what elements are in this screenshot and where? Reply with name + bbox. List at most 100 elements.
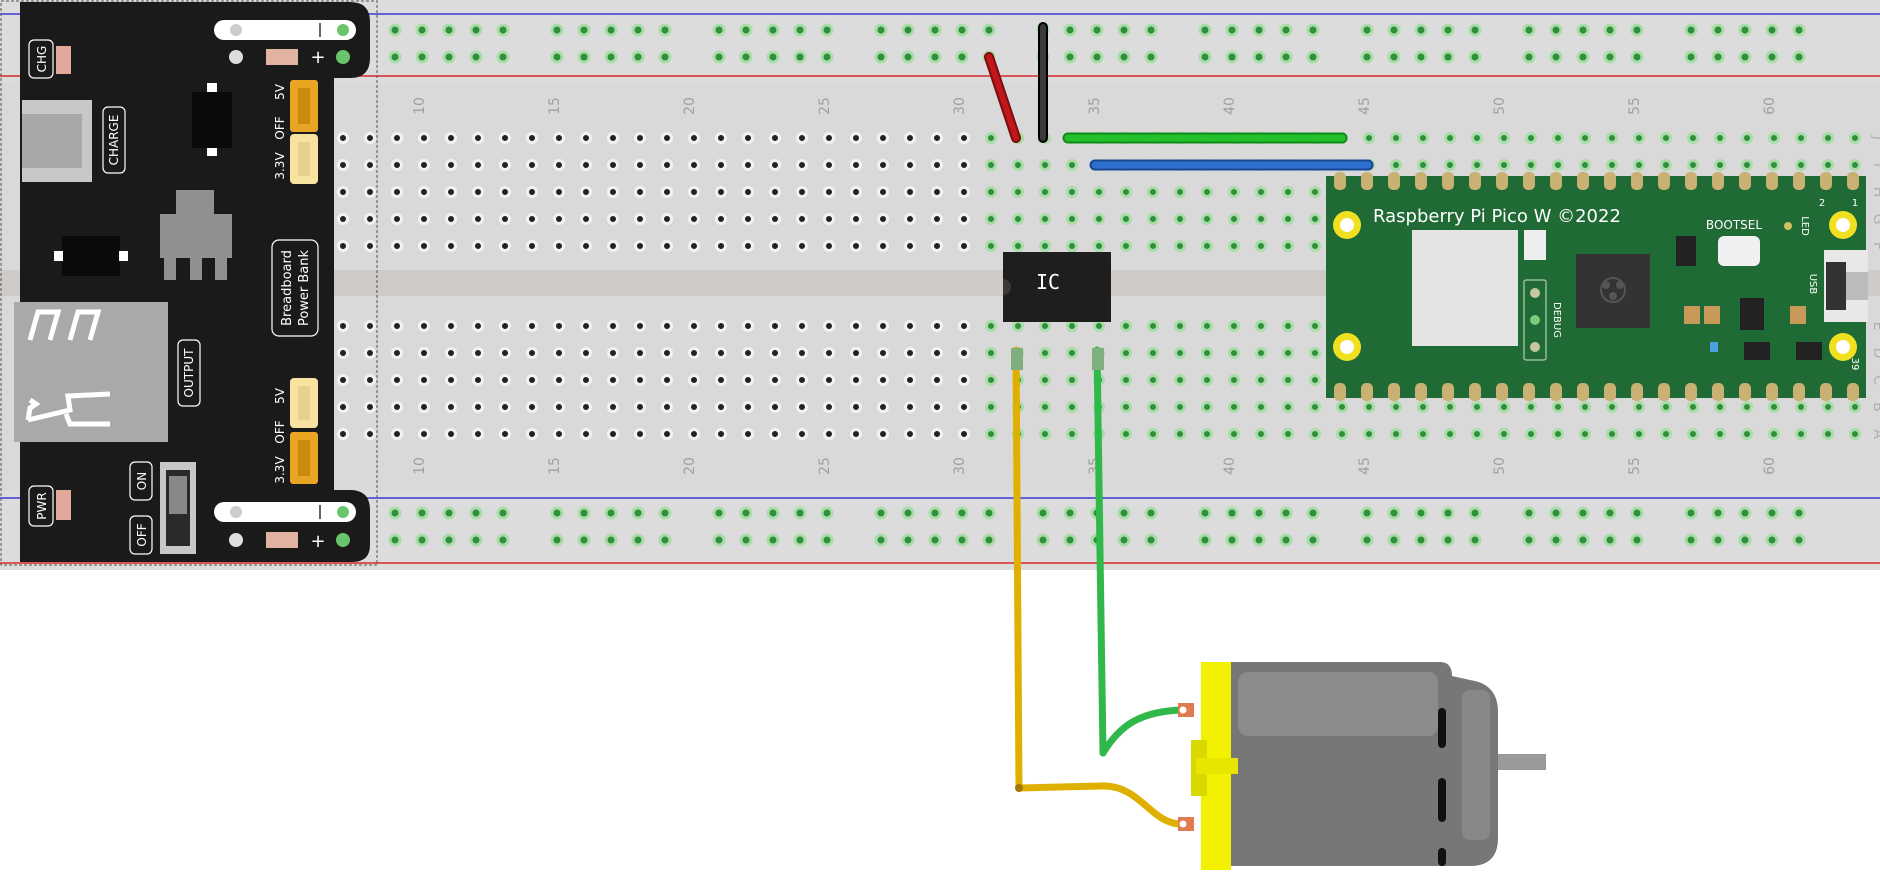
- terminal-hole: [1336, 428, 1348, 440]
- pico-pin: [1604, 172, 1616, 190]
- rail-hole: [1279, 506, 1293, 520]
- green-motor-wire[interactable]: [1093, 346, 1184, 757]
- terminal-hole: [1525, 401, 1537, 413]
- rail-hole: [1441, 506, 1455, 520]
- red-jumper-wire[interactable]: [986, 54, 1019, 141]
- terminal-hole: [499, 213, 511, 225]
- output-label: OUTPUT: [182, 348, 196, 398]
- terminal-hole: [1147, 320, 1159, 332]
- terminal-hole: [1498, 159, 1510, 171]
- rail-hole: [1117, 50, 1131, 64]
- terminal-hole: [715, 213, 727, 225]
- terminal-hole: [796, 132, 808, 144]
- rail-hole: [982, 533, 996, 547]
- debug-label: DEBUG: [1551, 302, 1562, 338]
- terminal-hole: [526, 320, 538, 332]
- rail-hole: [1279, 23, 1293, 37]
- rail-hole: [415, 506, 429, 520]
- terminal-hole: [499, 347, 511, 359]
- terminal-hole: [499, 240, 511, 252]
- column-number: 20: [682, 457, 698, 475]
- terminal-hole: [661, 374, 673, 386]
- rail-hole: [1063, 23, 1077, 37]
- terminal-hole: [526, 374, 538, 386]
- dc-motor[interactable]: [1178, 662, 1546, 870]
- yellow-motor-wire[interactable]: [1012, 346, 1184, 828]
- pin-2-label: 2: [1819, 198, 1825, 209]
- rail-hole: [1468, 50, 1482, 64]
- terminal-hole: [1471, 401, 1483, 413]
- terminal-hole: [364, 132, 376, 144]
- top-off-label: OFF: [273, 116, 287, 139]
- rail-hole: [1792, 533, 1806, 547]
- motor-end-bell: [1462, 690, 1490, 840]
- terminal-hole: [1039, 401, 1051, 413]
- rail-hole: [1117, 533, 1131, 547]
- terminal-hole: [904, 186, 916, 198]
- rail-hole: [1468, 23, 1482, 37]
- terminal-hole: [688, 132, 700, 144]
- terminal-hole: [391, 401, 403, 413]
- terminal-hole: [607, 320, 619, 332]
- terminal-hole: [553, 159, 565, 171]
- terminal-hole: [958, 240, 970, 252]
- terminal-hole: [1066, 213, 1078, 225]
- rail-hole: [1738, 50, 1752, 64]
- terminal-hole: [1120, 213, 1132, 225]
- terminal-hole: [1444, 132, 1456, 144]
- terminal-hole: [1363, 132, 1375, 144]
- rail-hole: [874, 50, 888, 64]
- rail-hole: [739, 23, 753, 37]
- terminal-hole: [769, 186, 781, 198]
- terminal-hole: [850, 320, 862, 332]
- terminal-hole: [958, 186, 970, 198]
- top-voltage-jumper[interactable]: [290, 80, 318, 184]
- rail-hole: [1144, 50, 1158, 64]
- terminal-hole: [1444, 428, 1456, 440]
- rail-hole: [1090, 50, 1104, 64]
- terminal-hole: [1282, 374, 1294, 386]
- debug-pin-2: [1530, 315, 1540, 325]
- ic-body: [1003, 252, 1111, 322]
- terminal-hole: [580, 347, 592, 359]
- top-header-pin-b: [337, 24, 349, 36]
- ic-chip[interactable]: IC: [1003, 252, 1111, 322]
- pico-pin: [1442, 172, 1454, 190]
- pico-pin: [1388, 383, 1400, 401]
- terminal-hole: [877, 186, 889, 198]
- terminal-hole: [364, 428, 376, 440]
- motor-shaft: [1494, 754, 1546, 770]
- terminal-hole: [526, 240, 538, 252]
- raspberry-pi-pico-w[interactable]: Raspberry Pi Pico W ©2022 DEBUG BOOTSEL: [1326, 172, 1868, 401]
- bootsel-button[interactable]: [1718, 236, 1760, 266]
- slide-switch-icon[interactable]: [160, 462, 196, 554]
- terminal-hole: [1201, 428, 1213, 440]
- pico-pin: [1766, 172, 1778, 190]
- terminal-hole: [742, 240, 754, 252]
- terminal-hole: [1228, 374, 1240, 386]
- terminal-hole: [823, 186, 835, 198]
- terminal-hole: [1768, 401, 1780, 413]
- terminal-hole: [580, 401, 592, 413]
- terminal-hole: [958, 213, 970, 225]
- column-number: 60: [1762, 97, 1778, 115]
- terminal-hole: [1201, 213, 1213, 225]
- rail-hole: [469, 50, 483, 64]
- terminal-hole: [769, 159, 781, 171]
- terminal-hole: [445, 401, 457, 413]
- top-5v-label: 5V: [273, 83, 287, 100]
- terminal-hole: [796, 240, 808, 252]
- terminal-hole: [796, 374, 808, 386]
- top-header-pin-a: [230, 24, 242, 36]
- pico-pin: [1847, 383, 1859, 401]
- rail-hole: [1630, 23, 1644, 37]
- rail-hole: [442, 50, 456, 64]
- terminal-hole: [634, 240, 646, 252]
- rail-hole: [1549, 50, 1563, 64]
- bottom-voltage-jumper[interactable]: [290, 378, 318, 484]
- rail-hole: [1711, 533, 1725, 547]
- rail-hole: [1252, 23, 1266, 37]
- terminal-hole: [850, 213, 862, 225]
- terminal-hole: [931, 374, 943, 386]
- rail-hole: [901, 506, 915, 520]
